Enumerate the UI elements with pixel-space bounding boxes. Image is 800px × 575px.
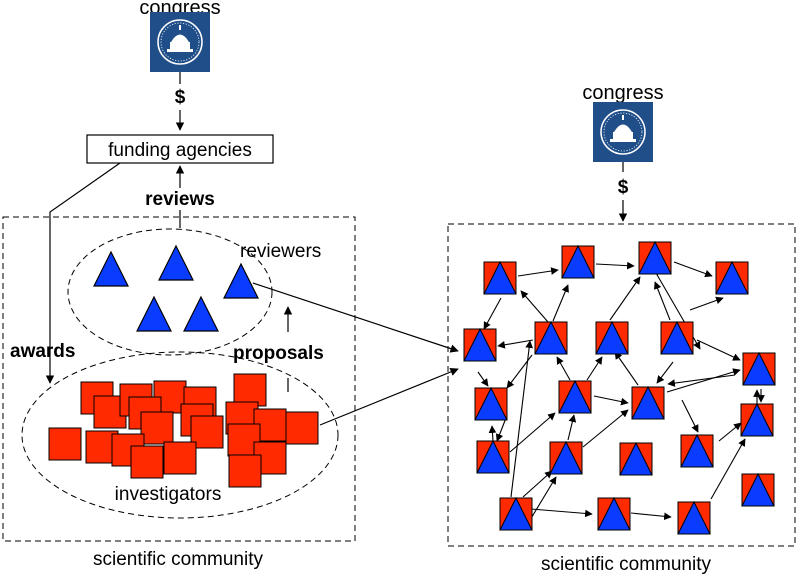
reviewer-triangle-icon bbox=[93, 251, 129, 287]
hybrid-node-icon bbox=[474, 387, 508, 421]
reviewers-to-community-arrow bbox=[252, 282, 459, 353]
network-edge bbox=[556, 356, 571, 381]
investigators-to-community-arrow bbox=[319, 367, 459, 426]
hybrid-node-icon bbox=[740, 403, 774, 437]
hybrid-node-icon bbox=[549, 441, 583, 475]
hybrid-node-icon bbox=[742, 352, 776, 386]
network-edge bbox=[710, 438, 746, 500]
network-edge bbox=[510, 340, 533, 498]
hybrid-node-icon bbox=[463, 328, 497, 362]
network-edges bbox=[477, 261, 765, 526]
investigators-ellipse bbox=[21, 351, 339, 519]
investigator-square-icon bbox=[140, 411, 174, 445]
network-edge bbox=[696, 339, 741, 361]
reviewer-triangle-icon bbox=[183, 296, 219, 332]
left-money-label: $ bbox=[175, 87, 186, 108]
hybrid-node-icon bbox=[483, 261, 517, 295]
reviewers-label: reviewers bbox=[240, 241, 321, 262]
investigator-group bbox=[48, 373, 319, 488]
hybrid-node-icon bbox=[476, 440, 510, 474]
investigator-square-icon bbox=[130, 445, 164, 479]
network-edge bbox=[483, 297, 502, 330]
funding-agencies-label: funding agencies bbox=[108, 140, 252, 161]
hybrid-node-icon bbox=[677, 501, 711, 535]
network-edge bbox=[567, 414, 577, 441]
network-edge bbox=[488, 425, 497, 442]
investigator-square-icon bbox=[228, 454, 262, 488]
reviewer-triangle-icon bbox=[158, 245, 194, 281]
right-money-label: $ bbox=[618, 177, 629, 198]
network-nodes bbox=[463, 241, 776, 535]
right-congress-label: congress bbox=[582, 82, 663, 104]
investigator-square-icon bbox=[233, 373, 267, 407]
network-edge bbox=[666, 368, 741, 393]
network-edge bbox=[593, 395, 629, 406]
investigator-square-icon bbox=[48, 427, 82, 461]
network-edge bbox=[614, 351, 639, 386]
hybrid-node-icon bbox=[619, 442, 653, 476]
hybrid-node-icon bbox=[534, 321, 568, 355]
network-edge bbox=[522, 470, 553, 498]
hybrid-node-icon bbox=[561, 245, 595, 279]
awards-label: awards bbox=[10, 341, 75, 362]
network-edge bbox=[673, 261, 713, 278]
network-edge bbox=[653, 281, 671, 321]
awards-arrow bbox=[45, 162, 121, 384]
network-edge bbox=[586, 356, 603, 381]
network-edge bbox=[552, 284, 569, 322]
network-edge bbox=[609, 276, 641, 321]
network-edge bbox=[582, 409, 629, 448]
network-edge bbox=[667, 374, 736, 387]
network-edge bbox=[689, 296, 724, 311]
hybrid-node-icon bbox=[558, 380, 592, 414]
hybrid-node-icon bbox=[631, 386, 665, 420]
network-edge bbox=[495, 417, 507, 442]
network-edge bbox=[595, 261, 635, 270]
network-edge bbox=[718, 422, 742, 442]
funding-agencies-box bbox=[86, 134, 274, 164]
right-community-box bbox=[447, 223, 796, 547]
network-edge bbox=[520, 290, 549, 323]
hybrid-node-icon bbox=[595, 321, 629, 355]
network-edge bbox=[517, 267, 559, 277]
right-community-label: scientific community bbox=[541, 554, 711, 575]
hybrid-node-icon bbox=[597, 497, 631, 531]
hybrid-node-icon bbox=[680, 434, 714, 468]
network-edge bbox=[506, 354, 533, 389]
investigator-square-icon bbox=[285, 411, 319, 445]
reviewer-triangle-icon bbox=[223, 263, 259, 299]
hybrid-node-icon bbox=[499, 497, 533, 531]
right-congress-seal-icon bbox=[592, 101, 654, 163]
left-community-box bbox=[2, 216, 356, 542]
network-edge bbox=[630, 512, 672, 521]
left-congress-seal-icon bbox=[149, 11, 211, 73]
hybrid-node-icon bbox=[638, 241, 672, 275]
left-community-label: scientific community bbox=[93, 549, 263, 570]
hybrid-node-icon bbox=[741, 473, 775, 507]
hybrid-node-icon bbox=[715, 261, 749, 295]
hybrid-node-icon bbox=[660, 321, 694, 355]
network-edge bbox=[681, 399, 699, 433]
network-edge bbox=[530, 508, 593, 518]
reviewer-group bbox=[93, 245, 259, 332]
network-edge bbox=[477, 371, 489, 387]
network-edge bbox=[656, 361, 674, 384]
reviewers-ellipse bbox=[67, 228, 273, 356]
investigators-label: investigators bbox=[115, 484, 222, 505]
investigator-square-icon bbox=[163, 441, 197, 475]
reviewer-triangle-icon bbox=[136, 296, 172, 332]
proposals-label: proposals bbox=[233, 343, 324, 364]
reviews-label: reviews bbox=[145, 189, 215, 210]
network-edge bbox=[497, 339, 534, 349]
